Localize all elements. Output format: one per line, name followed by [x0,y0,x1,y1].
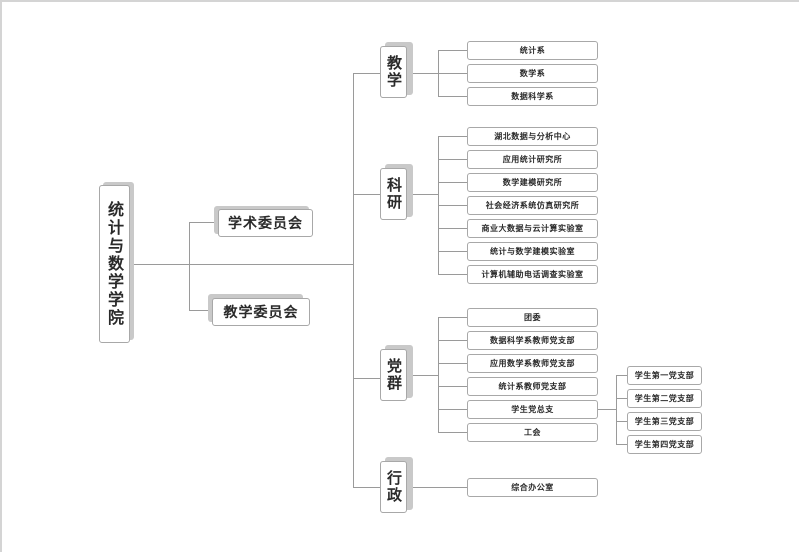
sub-branch-label: 学生第三党支部 [634,417,695,426]
leaf-unit[interactable]: 应用统计研究所 [467,150,598,169]
leaf-label: 统计与数学建模实验室 [490,247,575,256]
sub-branch-unit[interactable]: 学生第四党支部 [627,435,702,454]
sub-branch-unit[interactable]: 学生第二党支部 [627,389,702,408]
leaf-label: 团委 [524,313,541,322]
leaf-unit[interactable]: 数据科学系 [467,87,598,106]
frame-border-left [0,0,2,552]
sub-branch-label: 学生第一党支部 [634,371,695,380]
category-teaching[interactable]: 教学 [380,46,407,98]
category-party[interactable]: 党群 [380,349,407,401]
category-label: 党群 [385,358,403,392]
sub-branch-unit[interactable]: 学生第三党支部 [627,412,702,431]
category-label: 行政 [385,470,403,504]
leaf-unit[interactable]: 数据科学系教师党支部 [467,331,598,350]
root-node[interactable]: 统计与数学学院 [99,185,130,343]
leaf-label: 综合办公室 [511,483,554,492]
committee-academic[interactable]: 学术委员会 [218,209,313,237]
leaf-unit[interactable]: 数学建模研究所 [467,173,598,192]
leaf-unit[interactable]: 团委 [467,308,598,327]
leaf-unit[interactable]: 商业大数据与云计算实验室 [467,219,598,238]
category-admin[interactable]: 行政 [380,461,407,513]
leaf-label: 湖北数据与分析中心 [494,132,571,141]
committee-teaching[interactable]: 教学委员会 [212,298,310,326]
leaf-label: 统计系教师党支部 [498,382,567,391]
leaf-unit[interactable]: 应用数学系教师党支部 [467,354,598,373]
leaf-label: 商业大数据与云计算实验室 [481,224,584,233]
category-label: 科研 [385,177,403,211]
leaf-unit[interactable]: 社会经济系统仿真研究所 [467,196,598,215]
leaf-label: 数学建模研究所 [502,178,563,187]
leaf-label: 统计系 [519,46,546,55]
category-label: 教学 [385,55,403,89]
leaf-label: 数据科学系教师党支部 [490,336,575,345]
leaf-student-party-branch[interactable]: 学生党总支 [467,400,598,419]
leaf-label: 计算机辅助电话调查实验室 [481,270,584,279]
leaf-label: 应用数学系教师党支部 [490,359,575,368]
leaf-label: 工会 [524,428,541,437]
leaf-unit[interactable]: 统计系教师党支部 [467,377,598,396]
committee-label: 教学委员会 [223,305,299,321]
leaf-label: 数据科学系 [511,92,554,101]
frame-border-top [0,0,799,2]
leaf-label: 应用统计研究所 [502,155,563,164]
sub-branch-label: 学生第四党支部 [634,440,695,449]
leaf-unit[interactable]: 工会 [467,423,598,442]
category-research[interactable]: 科研 [380,168,407,220]
sub-branch-unit[interactable]: 学生第一党支部 [627,366,702,385]
leaf-label: 数学系 [519,69,546,78]
leaf-unit[interactable]: 计算机辅助电话调查实验室 [467,265,598,284]
root-node-label: 统计与数学学院 [105,201,124,327]
leaf-unit[interactable]: 综合办公室 [467,478,598,497]
leaf-unit[interactable]: 统计系 [467,41,598,60]
leaf-unit[interactable]: 湖北数据与分析中心 [467,127,598,146]
leaf-label: 社会经济系统仿真研究所 [485,201,580,210]
sub-branch-label: 学生第二党支部 [634,394,695,403]
leaf-unit[interactable]: 统计与数学建模实验室 [467,242,598,261]
leaf-unit[interactable]: 数学系 [467,64,598,83]
leaf-label: 学生党总支 [511,405,554,414]
committee-label: 学术委员会 [228,216,303,232]
